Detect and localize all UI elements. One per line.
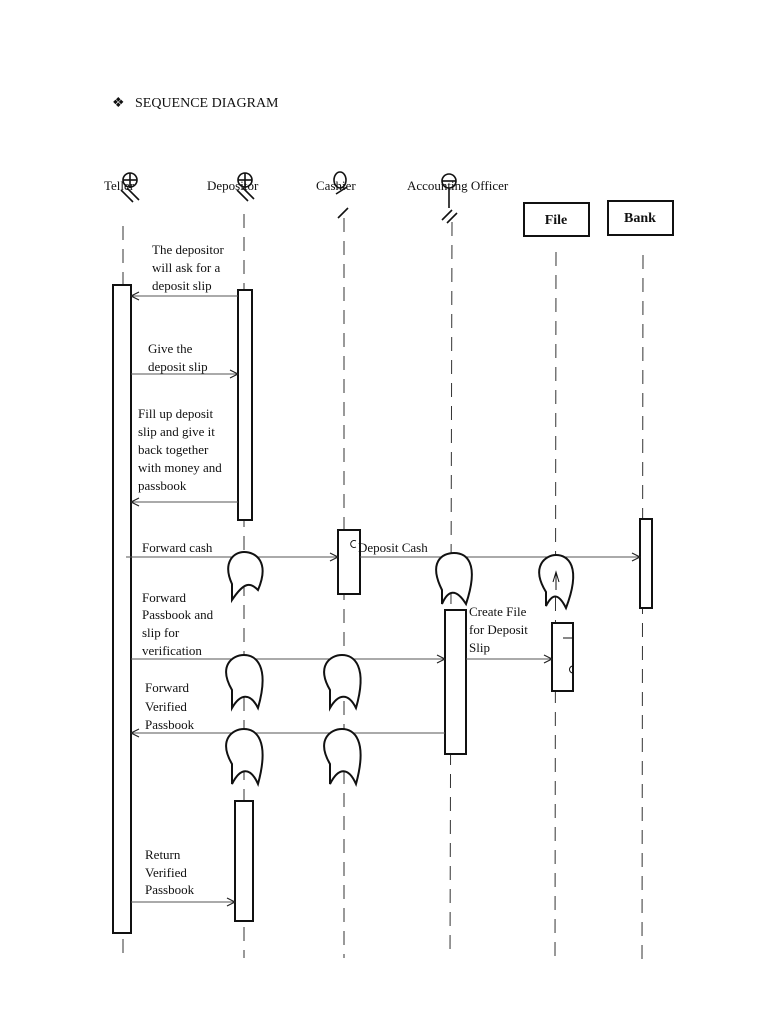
lifeline-file — [554, 251, 557, 959]
file-c-mark — [569, 665, 574, 674]
participant-bank: Bank — [624, 211, 656, 226]
crossing-jump-5 — [323, 653, 362, 712]
crossing-jump-7 — [323, 727, 362, 787]
label-return-verified: Return Verified Passbook — [145, 847, 195, 897]
label-create-file: Create File for Deposit Slip — [469, 604, 528, 655]
bank-participant-box: Bank — [607, 200, 674, 236]
svg-text:Forward cash: Forward cash — [142, 540, 213, 555]
svg-text:will ask for a: will ask for a — [152, 260, 220, 275]
crossing-jump-4 — [225, 653, 264, 712]
svg-text:verification: verification — [142, 643, 202, 658]
svg-text:slip for: slip for — [142, 625, 180, 640]
accounting-officer-actor-icon — [441, 173, 458, 224]
participant-accounting-officer: Accounting Officer — [407, 178, 509, 193]
file-participant-box: File — [523, 202, 590, 237]
svg-text:Forward: Forward — [142, 590, 187, 605]
svg-text:Forward: Forward — [145, 680, 190, 695]
teller-actor-icon — [120, 172, 140, 203]
svg-text:slip and give it: slip and give it — [138, 424, 215, 439]
label-forward-passbook: Forward Passbook and slip for verificati… — [142, 590, 214, 658]
activation-teller — [112, 284, 132, 934]
cashier-c-mark — [350, 540, 357, 548]
participant-cashier: Cashier — [316, 178, 356, 193]
label-forward-verified: Forward Verified Passbook — [145, 680, 195, 732]
svg-text:Verified: Verified — [145, 699, 187, 714]
svg-text:Slip: Slip — [469, 640, 490, 655]
label-deposit-cash: Deposit Cash — [358, 540, 428, 555]
activation-depositor-2 — [234, 800, 254, 922]
svg-text:for Deposit: for Deposit — [469, 622, 528, 637]
svg-text:Verified: Verified — [145, 865, 187, 880]
svg-text:deposit slip: deposit slip — [148, 359, 208, 374]
crossing-jump-1 — [227, 550, 264, 604]
activation-file — [551, 622, 574, 692]
title-bullet: ❖ — [112, 96, 125, 111]
label-fill-slip: Fill up deposit slip and give it back to… — [138, 406, 222, 493]
diagram-title: SEQUENCE DIAGRAM — [135, 96, 279, 111]
svg-text:back together: back together — [138, 442, 209, 457]
participant-file: File — [545, 213, 568, 228]
label-give-slip: Give the deposit slip — [148, 341, 208, 374]
participant-teller: Teller — [104, 178, 135, 193]
svg-text:Return: Return — [145, 847, 181, 862]
activation-cashier — [337, 529, 361, 595]
cashier-actor-icon — [333, 171, 349, 219]
svg-text:Deposit Cash: Deposit Cash — [358, 540, 428, 555]
svg-text:The depositor: The depositor — [152, 242, 225, 257]
svg-text:with money and: with money and — [138, 460, 222, 475]
depositor-actor-icon — [236, 172, 255, 202]
label-ask-slip: The depositor will ask for a deposit sli… — [152, 242, 225, 293]
activation-accounting-officer — [444, 609, 467, 755]
label-forward-cash: Forward cash — [142, 540, 213, 555]
crossing-jump-6 — [225, 727, 264, 787]
activation-depositor-1 — [237, 289, 253, 521]
svg-text:passbook: passbook — [138, 478, 187, 493]
crossing-jump-2 — [435, 551, 473, 607]
svg-text:Fill up deposit: Fill up deposit — [138, 406, 214, 421]
svg-text:Give the: Give the — [148, 341, 193, 356]
activation-bank — [639, 518, 653, 609]
svg-text:deposit slip: deposit slip — [152, 278, 212, 293]
file-lifeline-marker — [552, 570, 560, 590]
svg-text:Passbook: Passbook — [145, 717, 195, 732]
participant-depositor: Depositor — [207, 178, 259, 193]
svg-text:Passbook: Passbook — [145, 882, 195, 897]
svg-text:Passbook and: Passbook and — [142, 607, 214, 622]
svg-text:Create File: Create File — [469, 604, 527, 619]
